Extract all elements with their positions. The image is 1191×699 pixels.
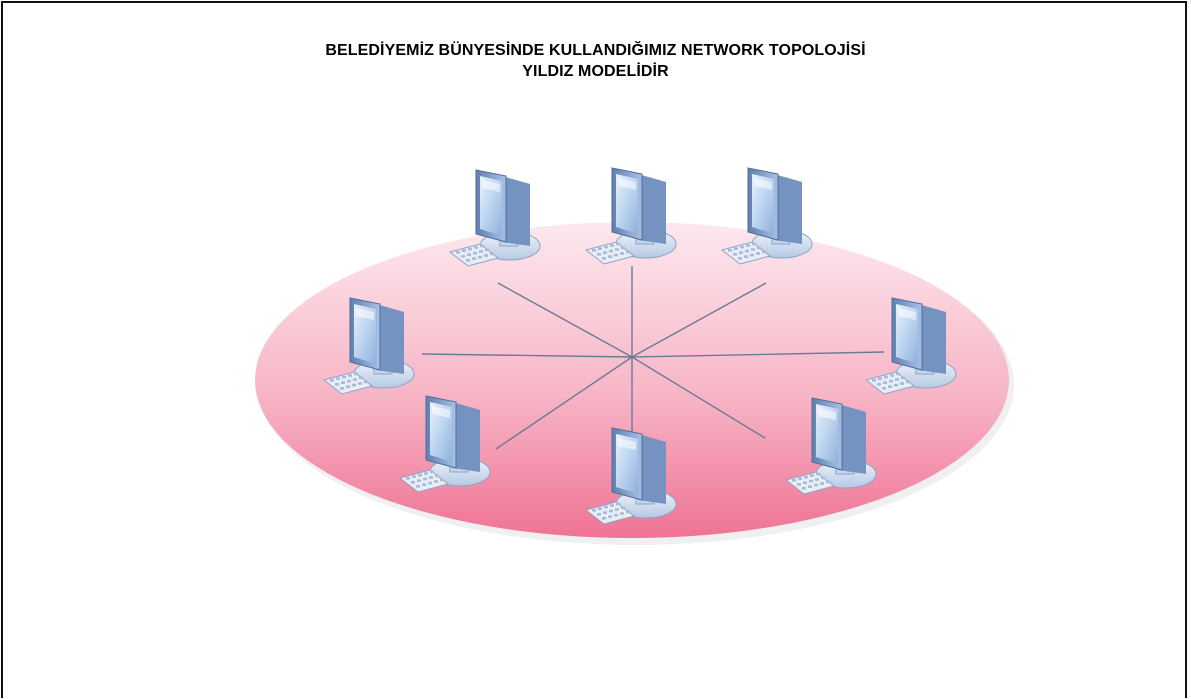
monitor-back — [502, 176, 530, 246]
keyboard-icon — [322, 371, 374, 395]
network-link-4 — [421, 353, 633, 358]
screen-glare — [356, 308, 374, 320]
network-link-3 — [631, 282, 767, 358]
keyboard-icon — [720, 241, 772, 265]
diagram-title: BELEDİYEMİZ BÜNYESİNDE KULLANDIĞIMIZ NET… — [0, 40, 1191, 82]
keyboard-icon — [864, 371, 916, 395]
workstation-6 — [398, 395, 491, 493]
workstation-5 — [864, 297, 957, 395]
screen-glare — [754, 178, 772, 190]
network-link-6 — [495, 356, 633, 450]
workstation-7 — [584, 427, 677, 525]
network-link-5 — [631, 351, 885, 358]
monitor-back — [774, 174, 802, 244]
keyboard-icon — [584, 241, 636, 265]
keyboard-icon — [398, 469, 450, 493]
screen-glare — [618, 438, 636, 450]
workstation-8 — [784, 397, 877, 495]
network-link-1 — [497, 282, 633, 358]
title-line-1: BELEDİYEMİZ BÜNYESİNDE KULLANDIĞIMIZ NET… — [325, 42, 866, 59]
keyboard-icon — [784, 471, 836, 495]
workstation-3 — [720, 167, 813, 265]
monitor-back — [376, 304, 404, 374]
monitor-back — [638, 174, 666, 244]
title-line-2: YILDIZ MODELİDİR — [522, 63, 669, 80]
workstation-2 — [584, 167, 677, 265]
monitor-back — [838, 404, 866, 474]
monitor-back — [452, 402, 480, 472]
workstation-4 — [322, 297, 415, 395]
monitor-back — [638, 434, 666, 504]
monitor-back — [918, 304, 946, 374]
keyboard-icon — [584, 501, 636, 525]
workstation-1 — [448, 169, 541, 267]
screen-glare — [618, 178, 636, 190]
screen-glare — [482, 180, 500, 192]
network-link-8 — [631, 356, 766, 439]
screen-glare — [898, 308, 916, 320]
keyboard-icon — [448, 243, 500, 267]
screen-glare — [818, 408, 836, 420]
screen-glare — [432, 406, 450, 418]
